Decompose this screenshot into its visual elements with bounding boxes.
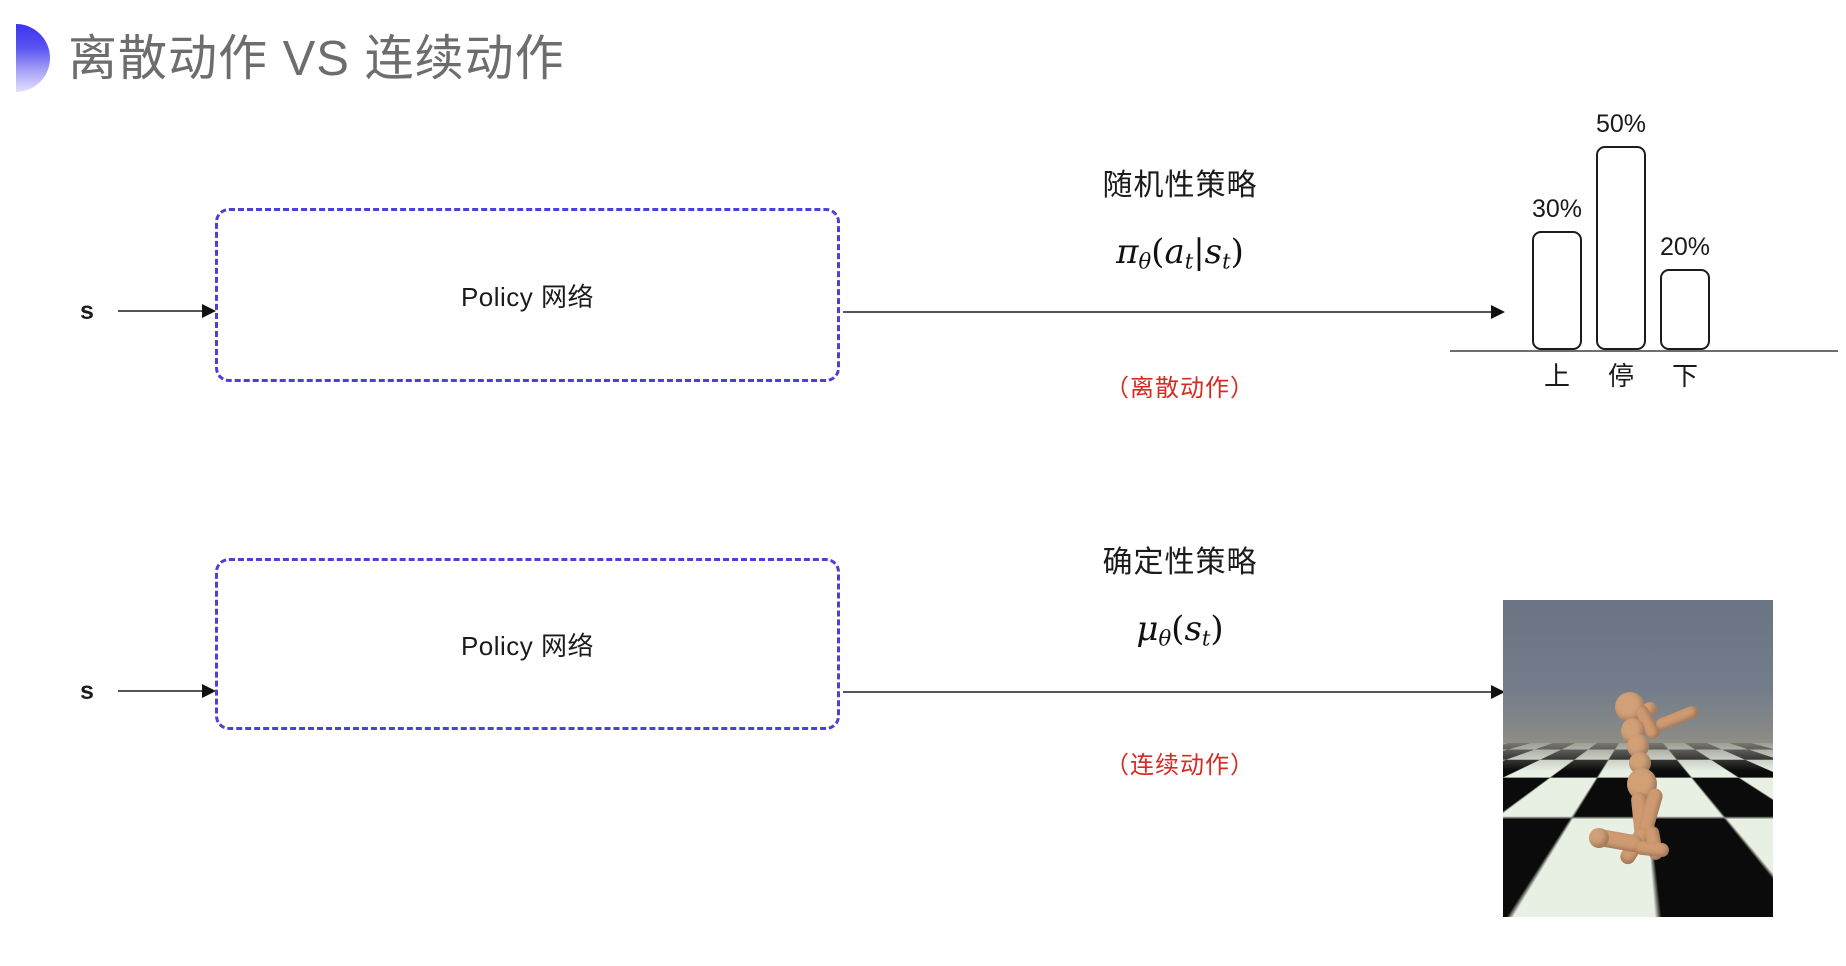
state-input-label-continuous: s xyxy=(80,677,94,706)
humanoid-left-toe xyxy=(1589,828,1609,848)
policy-network-label-discrete: Policy 网络 xyxy=(461,277,594,314)
continuous-action-note-wrap: （连续动作） xyxy=(1020,745,1340,780)
stochastic-policy-title: 随机性策略 xyxy=(1020,160,1340,204)
policy-output-arrow-discrete xyxy=(843,311,1503,313)
policy-network-box-discrete[interactable]: Policy 网络 xyxy=(215,208,840,382)
formula-pi: π xyxy=(1116,232,1138,272)
policy-output-arrow-continuous xyxy=(843,691,1503,693)
bar-value-stop: 50% xyxy=(1582,110,1660,139)
discrete-action-note-wrap: （离散动作） xyxy=(1020,368,1340,403)
deterministic-policy-formula: μθ(st) xyxy=(1020,609,1340,650)
humanoid-simulation-image xyxy=(1503,600,1773,917)
bar-value-down: 20% xyxy=(1646,233,1724,262)
continuous-action-note: （连续动作） xyxy=(1020,745,1340,780)
formula-open-paren: ( xyxy=(1151,232,1164,272)
state-input-label-discrete: s xyxy=(80,297,94,326)
stochastic-policy-formula: πθ(at|st) xyxy=(1020,232,1340,273)
state-input-arrow-discrete xyxy=(118,310,214,312)
bottom-strip xyxy=(0,958,1846,966)
state-input-arrow-continuous xyxy=(118,690,214,692)
formula-theta-2: θ xyxy=(1158,625,1171,650)
formula-theta: θ xyxy=(1138,248,1151,273)
bar-chart-baseline xyxy=(1450,350,1838,352)
policy-network-label-continuous: Policy 网络 xyxy=(461,626,594,663)
deterministic-policy-title: 确定性策略 xyxy=(1020,537,1340,581)
bar-value-up: 30% xyxy=(1518,195,1596,224)
bar-stop xyxy=(1596,146,1646,350)
bar-category-down: 下 xyxy=(1646,356,1724,390)
deterministic-policy-annotation: 确定性策略 μθ(st) xyxy=(1020,537,1340,650)
formula-close-paren: ) xyxy=(1231,232,1244,272)
formula-conditional-bar: | xyxy=(1193,232,1204,272)
discrete-action-note: （离散动作） xyxy=(1020,368,1340,403)
action-probability-bar-chart: 30% 上 50% 停 20% 下 xyxy=(1450,96,1840,396)
formula-s: s xyxy=(1205,232,1222,272)
bar-down xyxy=(1660,269,1710,350)
formula-s-2: s xyxy=(1184,609,1201,649)
formula-s-sub-t: t xyxy=(1222,248,1230,273)
policy-network-box-continuous[interactable]: Policy 网络 xyxy=(215,558,840,730)
formula-a: a xyxy=(1164,232,1184,272)
formula-a-sub-t: t xyxy=(1185,248,1193,273)
stochastic-policy-annotation: 随机性策略 πθ(at|st) xyxy=(1020,160,1340,273)
bar-up xyxy=(1532,231,1582,350)
discrete-action-row: s Policy 网络 随机性策略 πθ(at|st) （离散动作） 30% 上… xyxy=(0,0,1846,520)
formula-close-paren-2: ) xyxy=(1210,609,1223,649)
formula-open-paren-2: ( xyxy=(1171,609,1184,649)
formula-mu: μ xyxy=(1136,609,1158,649)
